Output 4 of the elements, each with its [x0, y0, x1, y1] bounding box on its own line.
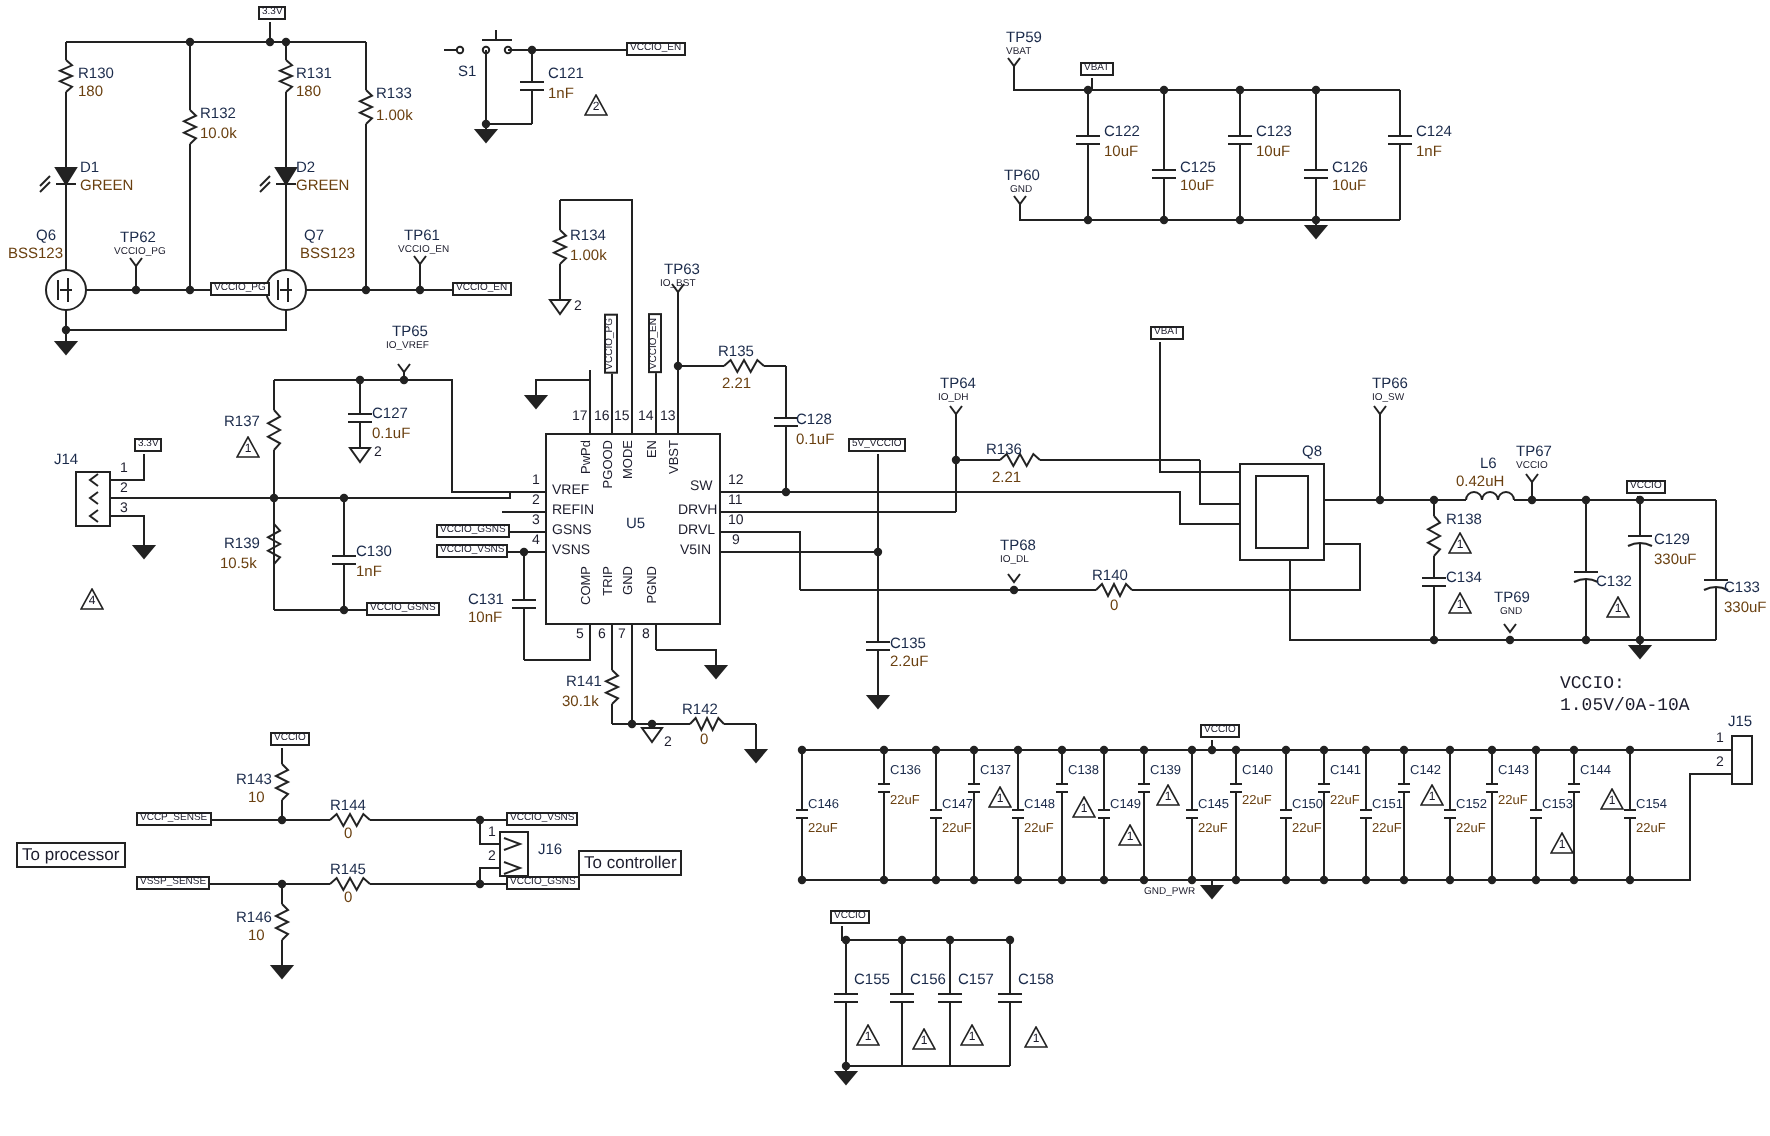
text-box: To processor [16, 842, 126, 867]
text-box: To controller [578, 850, 683, 875]
note-text: VCCIO: [1560, 676, 1625, 694]
note-text: 1.05V/0A-10A [1560, 698, 1690, 716]
